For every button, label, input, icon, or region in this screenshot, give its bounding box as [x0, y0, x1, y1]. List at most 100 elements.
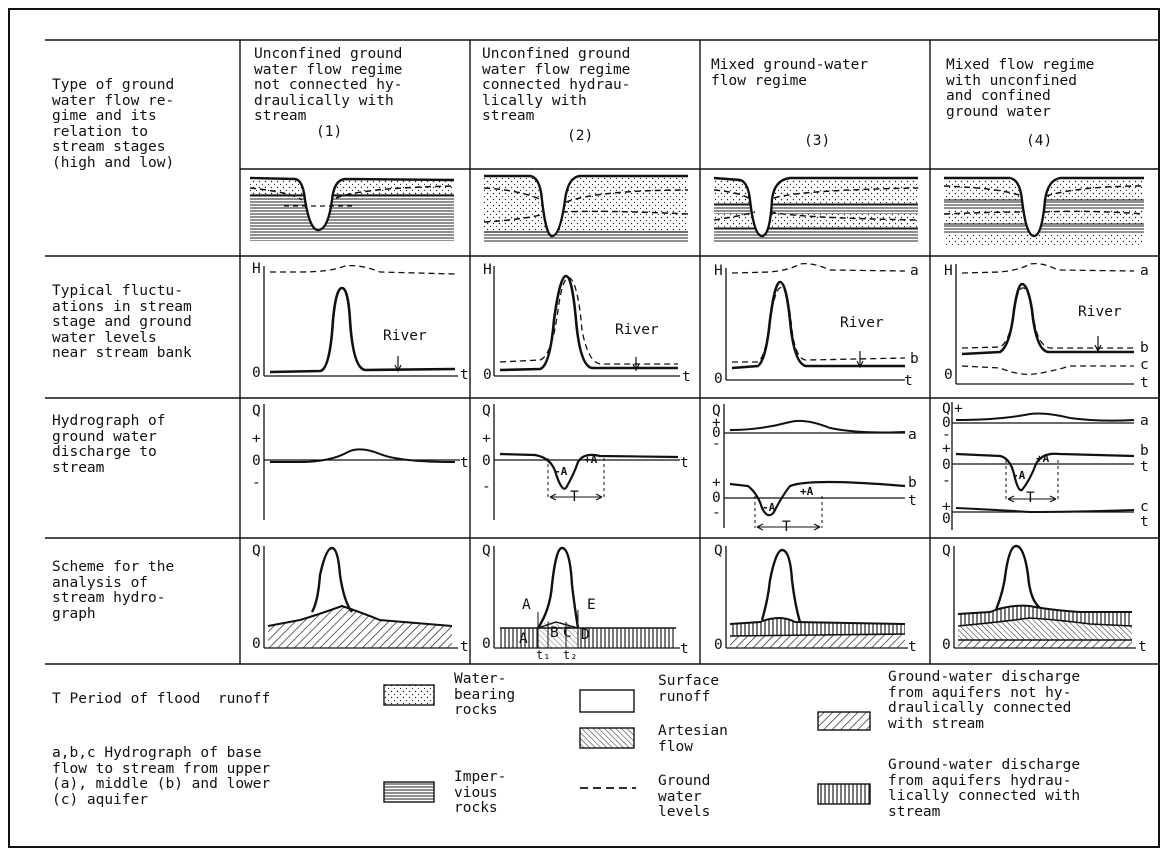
axis-label-Q-r4-3: Q [714, 543, 723, 559]
column-title-3: Mixed ground-water flow regime [711, 57, 869, 89]
axis-label-Q-r4-1: Q [252, 543, 261, 559]
label-c-r3-4: c [1140, 499, 1149, 515]
axis-0-r3-2: 0 [482, 453, 491, 469]
axis-0-r4-2: 0 [482, 636, 491, 652]
label-river-3: River [840, 315, 884, 331]
axis-t-r3-4: t [1140, 459, 1149, 475]
row-label-regime: Type of ground water flow re- gime and i… [52, 77, 175, 171]
axis-label-0-3: 0 [714, 371, 723, 387]
axis-0-r4-4: 0 [942, 637, 951, 653]
column-number-2: (2) [567, 128, 594, 144]
discharge-plot-2 [493, 404, 680, 520]
label-point-A: A [522, 597, 531, 613]
label-point-B: B [550, 625, 559, 641]
axis-label-0-4: 0 [944, 367, 953, 383]
scheme-plot-2 [493, 546, 680, 649]
axis-minus-r3-3a: - [712, 436, 721, 452]
cross-section-2 [483, 172, 689, 242]
axis-plus-r3-2: + [482, 431, 491, 447]
column-number-3: (3) [804, 133, 831, 149]
label-b-4: b [1140, 340, 1149, 356]
swatch-surface-runoff [579, 689, 635, 713]
legend-gw-not-connected: Ground-water discharge from aquifers not… [888, 669, 1081, 732]
label-t1: t₁ [536, 648, 551, 662]
axis-label-H-3: H [714, 263, 723, 279]
label-point-C: C [563, 625, 572, 641]
axis-minus-r3-4a: - [942, 427, 951, 443]
label-a-r3-3: a [908, 427, 917, 443]
label-T-3: T [782, 519, 791, 535]
row-label-scheme: Scheme for the analysis of stream hydro-… [52, 559, 175, 622]
axis-t-r4-1: t [460, 639, 469, 655]
axis-minus-r3-4b: - [942, 473, 951, 489]
figure-frame [8, 8, 1160, 848]
axis-t-r3-2: t [680, 455, 689, 471]
cross-section-4 [943, 172, 1145, 246]
column-title-2: Unconfined ground water flow regime conn… [482, 46, 631, 124]
scheme-plot-4 [953, 544, 1136, 649]
axis-minus-r3-1: - [252, 475, 261, 491]
column-title-4: Mixed flow regime with unconfined and co… [946, 57, 1095, 120]
label-c-4: c [1140, 357, 1149, 373]
row-label-hydrograph: Hydrograph of ground water discharge to … [52, 413, 166, 476]
fluctuation-plot-2 [493, 266, 680, 377]
axis-label-0-1: 0 [252, 365, 261, 381]
swatch-gw-not-connected [817, 711, 871, 731]
column-title-1: Unconfined ground water flow regime not … [254, 46, 403, 124]
axis-plus-r3-4a: + [954, 401, 963, 417]
legend-abc: a,b,c Hydrograph of base flow to stream … [52, 745, 271, 808]
axis-label-t-4: t [1140, 375, 1149, 391]
label-b-r3-3: b [908, 475, 917, 491]
legend-swatches [383, 684, 871, 805]
label-T-2: T [570, 489, 579, 505]
fluctuation-plot-3 [725, 262, 906, 381]
label-a-3: a [910, 263, 919, 279]
label-point-A-prime: A [519, 631, 528, 647]
label-a-r3-4: a [1140, 413, 1149, 429]
axis-plus-r3-3b: + [712, 475, 721, 491]
swatch-impervious [383, 781, 435, 803]
axis-t-r3-4b: t [1140, 514, 1149, 530]
axis-0-r3-3a: 0 [712, 425, 721, 441]
label-b-r3-4: b [1140, 443, 1149, 459]
label-b-3: b [910, 351, 919, 367]
axis-0-r4-1: 0 [252, 636, 261, 652]
label-point-E: E [587, 597, 596, 613]
label-river-2: River [615, 322, 659, 338]
fluctuation-plot-4 [955, 262, 1135, 385]
label-minusA-3: -A [762, 501, 776, 514]
axis-plus-r3-3a: + [712, 415, 721, 431]
scheme-plot-3 [725, 546, 908, 649]
legend-gw-connected: Ground-water discharge from aquifers hyd… [888, 757, 1081, 820]
axis-label-t-1: t [460, 367, 469, 383]
scheme-plot-1 [263, 546, 458, 649]
legend-impervious: Imper- vious rocks [454, 769, 507, 816]
axis-label-Q-r3-2: Q [482, 403, 491, 419]
axis-0-r3-4c: 0 [942, 511, 951, 527]
swatch-water-bearing [383, 684, 435, 706]
swatch-artesian [579, 727, 635, 749]
axis-label-Q-r3-1: Q [252, 403, 261, 419]
axis-t-r4-3: t [908, 639, 917, 655]
discharge-plot-4 [951, 402, 1135, 530]
label-point-D: D [581, 627, 590, 643]
axis-plus-r3-4b: + [942, 441, 951, 457]
fluctuation-plot-1 [263, 264, 458, 377]
label-t2: t₂ [563, 648, 578, 662]
discharge-plot-3 [723, 404, 906, 531]
axis-label-H-1: H [252, 261, 261, 277]
axis-label-Q-r3-3: Q [712, 403, 721, 419]
axis-t-r4-2: t [680, 641, 689, 657]
table-grid [45, 39, 1160, 665]
legend-surface-runoff: Surface runoff [658, 673, 720, 705]
cross-section-3 [713, 172, 919, 242]
label-T-4: T [1026, 490, 1035, 506]
axis-0-r4-3: 0 [714, 637, 723, 653]
axis-minus-r3-3b: - [712, 505, 721, 521]
axis-label-H-4: H [944, 263, 953, 279]
label-plusA-3: +A [800, 485, 814, 498]
axis-t-r3-1: t [460, 455, 469, 471]
axis-label-H-2: H [483, 262, 492, 278]
axis-label-Q-r4-2: Q [482, 543, 491, 559]
